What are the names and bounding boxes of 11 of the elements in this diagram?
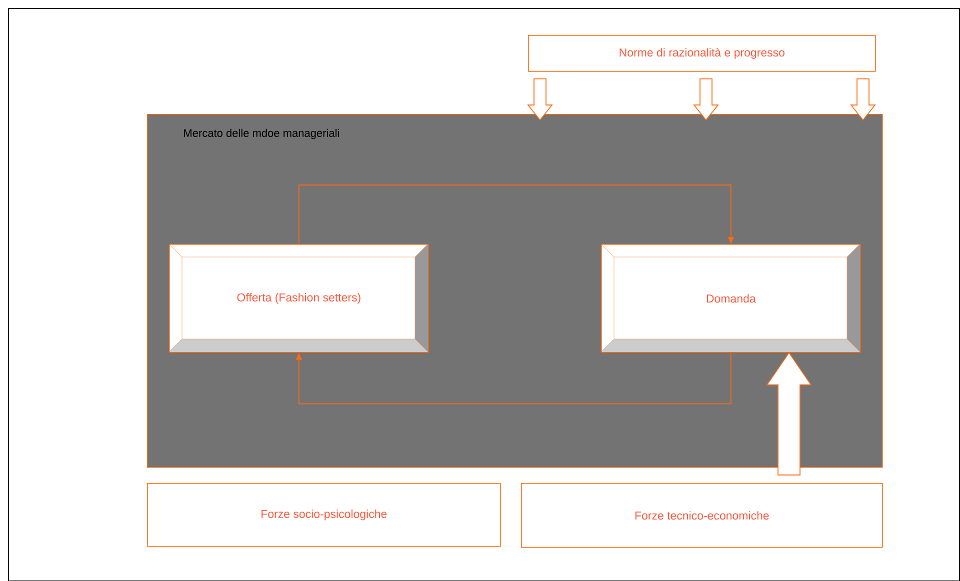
label-box: Norme di razionalità e progresso [528, 35, 876, 72]
bevel-box: Domanda [600, 244, 861, 353]
block-arrow [527, 78, 553, 121]
block-arrow [693, 78, 719, 121]
bevel-box: Offerta (Fashion setters) [168, 244, 429, 353]
label-box: Forze socio-psicologiche [147, 483, 501, 547]
label-box: Forze tecnico-economiche [521, 483, 883, 548]
arrow [298, 184, 734, 244]
block-arrow [766, 352, 812, 476]
arrow [296, 352, 732, 404]
block-arrow [850, 78, 876, 121]
